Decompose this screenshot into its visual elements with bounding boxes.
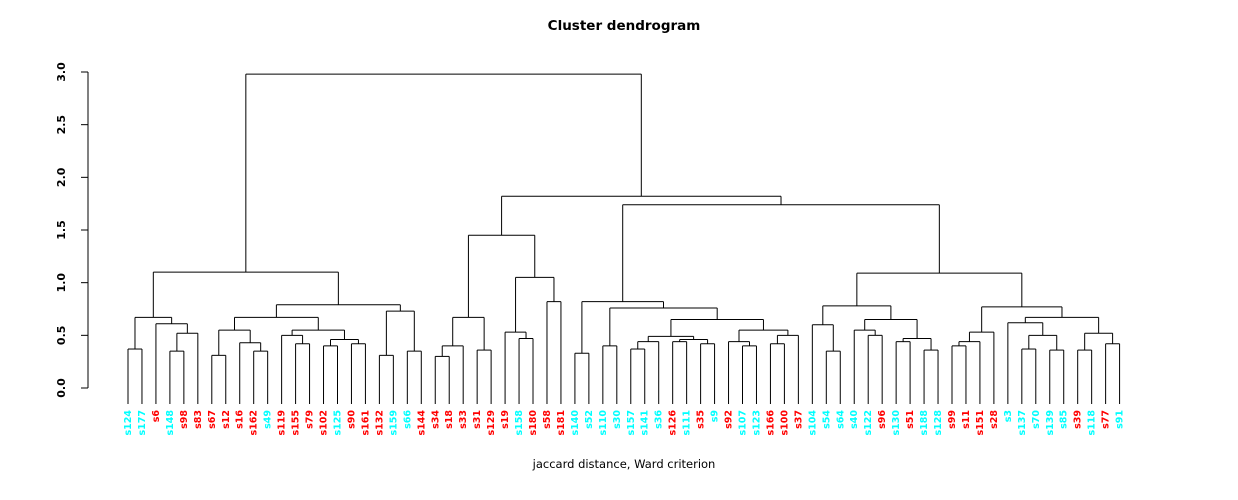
leaf-label: s148 xyxy=(165,410,176,436)
leaf-label: s111 xyxy=(682,410,693,436)
leaf-label: s3 xyxy=(1003,410,1014,422)
y-tick-label: 2.0 xyxy=(55,167,68,187)
leaf-label: s188 xyxy=(919,410,930,436)
leaf-label: s122 xyxy=(863,410,874,436)
y-axis: 0.0 0.5 1.0 1.5 2.0 2.5 3.0 xyxy=(55,62,89,398)
leaf-label: s159 xyxy=(388,410,399,436)
y-tick-label: 1.0 xyxy=(55,273,68,293)
leaf-label: s40 xyxy=(849,410,860,429)
leaf-label: s158 xyxy=(514,410,525,436)
leaf-label: s19 xyxy=(500,410,511,429)
leaf-label: s79 xyxy=(305,410,316,429)
leaf-label: s30 xyxy=(612,410,623,429)
leaf-label: s39 xyxy=(1073,410,1084,429)
leaf-label: s181 xyxy=(556,410,567,436)
leaf-label: s155 xyxy=(291,410,302,436)
leaf-label: s166 xyxy=(765,410,776,436)
leaf-label: s104 xyxy=(807,410,818,436)
leaf-label: s6 xyxy=(151,410,162,423)
y-tick-label: 2.5 xyxy=(55,115,68,135)
leaf-label: s92 xyxy=(724,410,735,429)
leaf-label: s100 xyxy=(779,410,790,436)
y-tick-label: 0.5 xyxy=(55,326,68,346)
leaf-label: s144 xyxy=(416,410,427,436)
leaf-label: s49 xyxy=(263,410,274,429)
leaf-label: s83 xyxy=(193,410,204,429)
leaf-label: s157 xyxy=(626,410,637,436)
leaf-label: s64 xyxy=(835,410,846,429)
leaf-label: s130 xyxy=(891,410,902,436)
leaf-label: s140 xyxy=(570,410,581,436)
leaf-label: s54 xyxy=(821,410,832,429)
leaf-label: s102 xyxy=(319,410,330,436)
leaf-label: s36 xyxy=(654,410,665,429)
leaf-label: s16 xyxy=(235,410,246,429)
leaf-label: s37 xyxy=(793,410,804,429)
leaf-label: s51 xyxy=(905,410,916,429)
leaf-label: s162 xyxy=(249,410,260,436)
leaf-label: s124 xyxy=(123,410,134,436)
leaf-label: s107 xyxy=(738,410,749,436)
leaf-label: s137 xyxy=(1017,410,1028,436)
x-axis-caption: jaccard distance, Ward criterion xyxy=(532,457,716,471)
leaf-label: s125 xyxy=(332,410,343,436)
leaf-label: s123 xyxy=(751,410,762,436)
chart-title: Cluster dendrogram xyxy=(547,18,701,34)
leaf-label: s34 xyxy=(430,410,441,429)
leaf-label: s77 xyxy=(1101,410,1112,429)
y-tick-label: 0.0 xyxy=(55,378,68,398)
leaf-label: s85 xyxy=(1059,410,1070,429)
leaf-label: s151 xyxy=(975,410,986,436)
leaf-label: s9 xyxy=(710,410,721,422)
leaf-label: s110 xyxy=(598,410,609,436)
leaf-label: s12 xyxy=(221,410,232,429)
leaf-label: s132 xyxy=(374,410,385,436)
leaf-label: s35 xyxy=(696,410,707,429)
leaf-label: s96 xyxy=(877,410,888,429)
leaf-label: s91 xyxy=(1115,410,1126,429)
leaf-label: s31 xyxy=(472,410,483,429)
leaf-label: s66 xyxy=(402,410,413,429)
leaf-label: s161 xyxy=(360,410,371,436)
leaf-label: s70 xyxy=(1031,410,1042,429)
leaf-label: s119 xyxy=(277,410,288,436)
leaf-label: s180 xyxy=(528,410,539,436)
leaf-label: s58 xyxy=(542,410,553,429)
leaf-label: s139 xyxy=(1045,410,1056,436)
leaf-label: s99 xyxy=(947,410,958,429)
leaf-label: s11 xyxy=(961,410,972,429)
y-tick-label: 1.5 xyxy=(55,220,68,240)
leaf-label: s98 xyxy=(179,410,190,429)
leaf-label: s33 xyxy=(458,410,469,429)
dendrogram-links xyxy=(127,73,1121,404)
leaf-label: s28 xyxy=(989,410,1000,429)
leaf-label: s128 xyxy=(933,410,944,436)
leaf-label: s118 xyxy=(1087,410,1098,436)
y-tick-label: 3.0 xyxy=(55,62,68,82)
leaf-label: s177 xyxy=(137,410,148,436)
leaf-label: s18 xyxy=(444,410,455,429)
leaf-label: s90 xyxy=(346,410,357,429)
leaf-label: s52 xyxy=(584,410,595,429)
leaf-label: s129 xyxy=(486,410,497,436)
leaf-label: s126 xyxy=(668,410,679,436)
leaf-label: s141 xyxy=(640,410,651,436)
leaf-label: s67 xyxy=(207,410,218,429)
